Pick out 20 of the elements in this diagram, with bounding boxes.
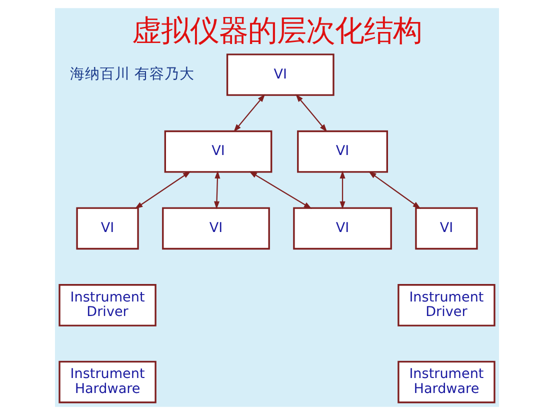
arrow (295, 94, 327, 132)
node-box: VI (226, 54, 334, 96)
node-box: VI (164, 130, 272, 173)
arrow (248, 171, 312, 209)
node-box: VI (414, 207, 478, 250)
node-box: VI (76, 207, 138, 250)
node-box: VI (162, 207, 270, 250)
label: 海纳百川 有容乃大 (70, 66, 194, 83)
node-box: Instrument Driver (58, 284, 156, 326)
arrow (368, 171, 420, 209)
arrow (134, 171, 190, 209)
arrow (214, 170, 220, 210)
arrow (339, 170, 345, 210)
node-box: Instrument Hardware (397, 360, 495, 404)
arrow (233, 94, 265, 132)
node-box: Instrument Driver (397, 284, 495, 326)
node-box: Instrument Hardware (58, 360, 156, 404)
diagram-title: 虚拟仪器的层次化结构 (132, 14, 422, 48)
node-box: VI (296, 130, 388, 173)
node-box: VI (292, 207, 392, 250)
